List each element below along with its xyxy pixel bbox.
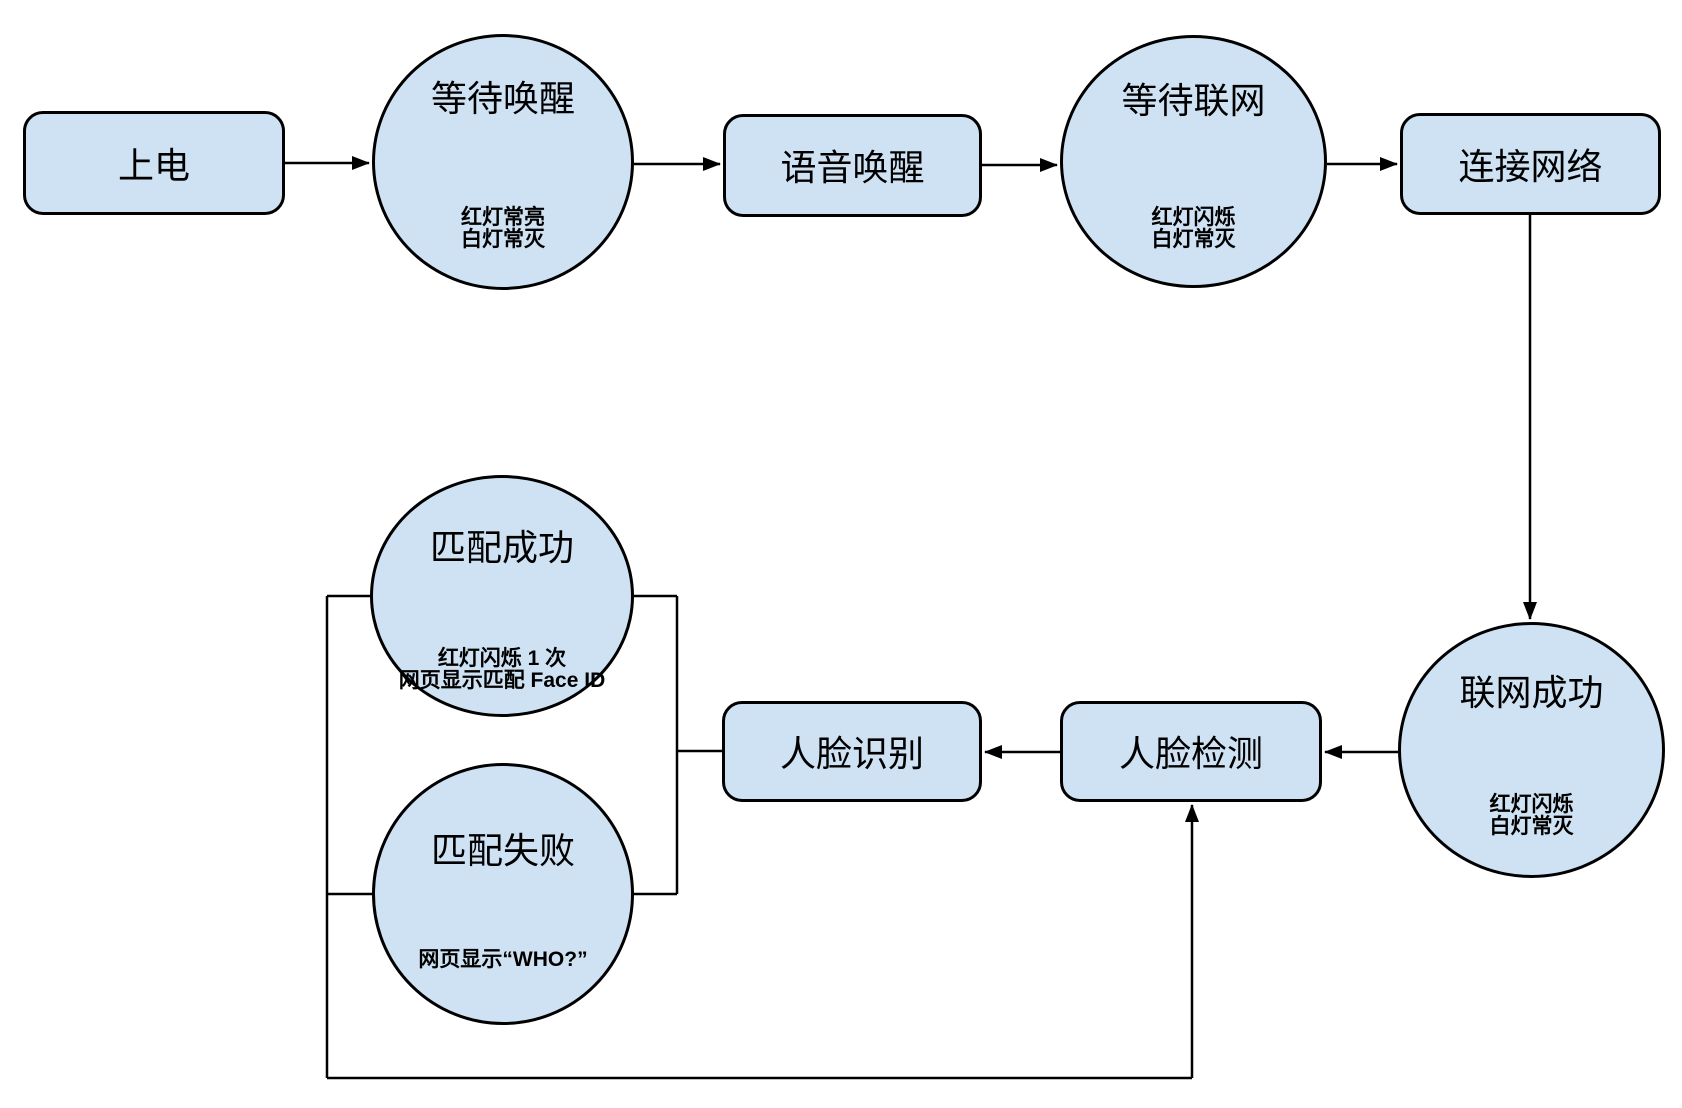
node-face-recognize-label: 人脸识别 — [779, 733, 924, 774]
node-face-recognize: 人脸识别 — [722, 701, 982, 802]
node-network-success: 联网成功 红灯闪烁 白灯常灭 — [1398, 622, 1665, 878]
node-match-success: 匹配成功 红灯闪烁 1 次 网页显示匹配 Face ID — [370, 475, 634, 717]
node-wait-network-subtext: 红灯闪烁 白灯常灭 — [1151, 206, 1236, 251]
node-wait-wake: 等待唤醒 红灯常亮 白灯常灭 — [372, 34, 634, 290]
node-face-detect: 人脸检测 — [1060, 701, 1322, 802]
node-match-success-subtext: 红灯闪烁 1 次 网页显示匹配 Face ID — [398, 647, 606, 692]
node-wait-wake-subtext: 红灯常亮 白灯常灭 — [461, 206, 545, 251]
node-wait-network: 等待联网 红灯闪烁 白灯常灭 — [1060, 35, 1327, 288]
node-match-fail-subtext: 网页显示“WHO?” — [418, 948, 588, 971]
node-match-fail-label: 匹配失败 — [430, 830, 575, 871]
node-wait-wake-label: 等待唤醒 — [430, 78, 575, 119]
node-network-success-label: 联网成功 — [1459, 672, 1604, 713]
node-connect-network: 连接网络 — [1400, 113, 1661, 215]
node-voice-wake: 语音唤醒 — [723, 114, 982, 217]
node-connect-network-label: 连接网络 — [1458, 146, 1603, 187]
node-power-on: 上电 — [23, 111, 285, 215]
node-voice-wake-label: 语音唤醒 — [780, 147, 925, 188]
node-network-success-subtext: 红灯闪烁 白灯常灭 — [1489, 793, 1574, 838]
node-match-success-label: 匹配成功 — [429, 527, 574, 568]
node-face-detect-label: 人脸检测 — [1118, 733, 1263, 774]
node-match-fail: 匹配失败 网页显示“WHO?” — [372, 763, 634, 1025]
node-power-on-label: 上电 — [117, 145, 190, 186]
node-wait-network-label: 等待联网 — [1121, 80, 1266, 121]
